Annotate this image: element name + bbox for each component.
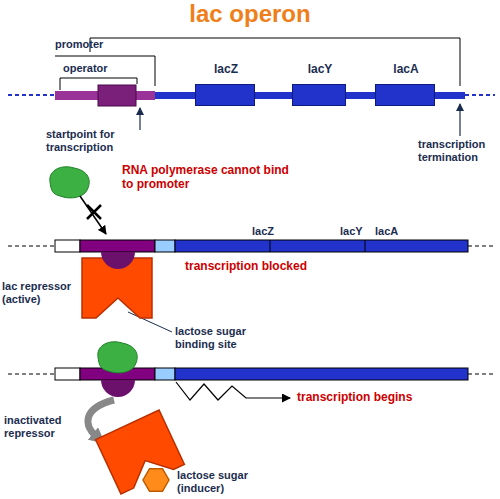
rna-polymerase	[50, 167, 89, 198]
repressor-group	[96, 410, 185, 494]
dna-segment	[55, 240, 80, 252]
gene-segment	[175, 368, 468, 380]
dna-dashed	[468, 374, 495, 375]
promoter-bracket	[55, 56, 155, 86]
node-label: lacY	[293, 63, 347, 76]
node-label: inactivated repressor	[4, 414, 92, 440]
annotation-label: lactose sugar binding site	[175, 325, 270, 351]
annotation-label: transcription termination	[418, 138, 498, 164]
repressor-group	[82, 252, 152, 318]
repressor-head	[101, 252, 135, 269]
annotation-label: transcription begins	[297, 391, 457, 404]
repressor-head	[101, 380, 135, 397]
repressor-protein: lac repressor (active)	[82, 258, 152, 318]
gene-box: lacA	[375, 84, 435, 106]
release-arrow	[88, 400, 114, 436]
annotation-label: promoter	[55, 38, 125, 51]
operator-region	[98, 85, 136, 106]
rna-polymerase	[98, 342, 137, 373]
dna-dashed	[465, 94, 495, 96]
binding-arrow	[80, 196, 106, 234]
dna-segment	[155, 368, 175, 380]
gene-divider	[270, 240, 365, 252]
inducer-hexagon: lactose sugar (inducer)	[143, 467, 169, 493]
node-label: lactose sugar (inducer)	[177, 469, 272, 495]
dna-dashed	[8, 374, 55, 375]
repressor-body	[96, 410, 185, 494]
gene-box: lacY	[292, 84, 346, 106]
operator-segment	[80, 240, 155, 252]
annotation-label: startpoint for transcription	[46, 128, 138, 154]
dna-dashed	[468, 246, 495, 247]
annotation-label: lacY	[340, 225, 380, 238]
dna-dashed	[8, 246, 55, 247]
diagram-title: lac operon	[0, 0, 500, 28]
operon-bracket	[90, 38, 460, 86]
block-cross	[87, 205, 101, 219]
pointer-arrow	[139, 108, 140, 130]
inducer-shape	[143, 467, 169, 493]
node-label: lac repressor (active)	[2, 280, 80, 306]
repressor-shape	[82, 258, 152, 318]
node-label: lacZ	[196, 63, 256, 76]
annotation-label: lacZ	[252, 225, 292, 238]
annotation-label: RNA polymerase cannot bind to promoter	[122, 163, 297, 191]
pointer-arrow	[459, 104, 460, 136]
annotation-label: operator	[63, 62, 133, 75]
dna-segment	[155, 240, 175, 252]
node-label: lacA	[376, 63, 436, 76]
annotation-label: lacA	[375, 225, 415, 238]
annotation-label: transcription blocked	[185, 260, 345, 273]
gene-box: lacZ	[195, 84, 255, 106]
dna-dashed	[8, 94, 55, 96]
lactose-hexagon	[143, 469, 169, 492]
gene-segment	[175, 240, 468, 252]
dna-segment	[55, 368, 80, 380]
mrna-transcript	[176, 382, 290, 400]
